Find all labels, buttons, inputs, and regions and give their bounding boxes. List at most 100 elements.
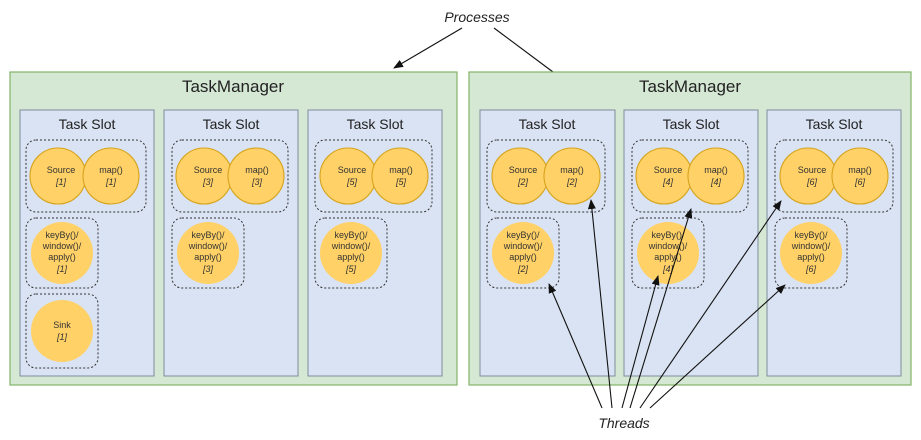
source-index: [1] [55, 177, 67, 187]
source-operator-4 [635, 147, 693, 205]
window-label-line1: keyBy()/ [191, 230, 225, 240]
source-map-chain-box [25, 139, 147, 213]
window-label-line3: apply() [194, 252, 222, 262]
task-slot-title: Task Slot [203, 116, 260, 132]
source-map-chain-box [774, 139, 894, 213]
taskmanager-2-title: TaskManager [639, 77, 741, 96]
thread-arrow-4 [629, 208, 693, 409]
window-label-line1: keyBy()/ [334, 230, 368, 240]
source-label: Source [654, 165, 683, 175]
source-operator-5 [319, 147, 377, 205]
window-label-line2: window()/ [503, 241, 543, 251]
window-label-line3: apply() [337, 252, 365, 262]
map-index: [1] [105, 177, 117, 187]
source-label: Source [338, 165, 367, 175]
processes-label: Processes [444, 9, 509, 25]
sink-index: [1] [56, 332, 68, 342]
source-label: Source [194, 165, 223, 175]
taskmanager-2: TaskManager Task Slot Source [2] map() [… [468, 71, 912, 386]
map-operator-4 [687, 147, 745, 205]
window-operator-5 [320, 222, 382, 284]
source-map-chain-box [631, 139, 749, 213]
task-slot-title: Task Slot [806, 116, 863, 132]
source-operator-2 [491, 147, 549, 205]
source-label: Source [47, 165, 76, 175]
window-label-line2: window()/ [42, 241, 82, 251]
window-label-line1: keyBy()/ [794, 230, 828, 240]
source-operator-1 [29, 147, 87, 205]
window-index: [3] [202, 264, 214, 274]
map-operator-6 [831, 147, 889, 205]
window-box [486, 217, 560, 289]
window-label-line1: keyBy()/ [651, 230, 685, 240]
task-slot-6: Task Slot Source [6] map() [6] keyBy()/ … [766, 109, 902, 377]
map-index: [4] [710, 177, 722, 187]
window-index: [6] [805, 264, 817, 274]
task-slot-title: Task Slot [59, 116, 116, 132]
map-label: map() [245, 165, 269, 175]
task-slot-4: Task Slot Source [2] map() [2] keyBy()/ … [479, 109, 616, 377]
window-box [171, 217, 245, 289]
processes-arrow-right [493, 27, 554, 73]
sink-label: Sink [53, 320, 71, 330]
source-map-chain-box [314, 139, 433, 213]
source-operator-3 [175, 147, 233, 205]
source-index: [4] [662, 177, 674, 187]
window-label-line2: window()/ [648, 241, 688, 251]
window-label-line3: apply() [509, 252, 537, 262]
task-slot-1: Task Slot Source [1] map() [1] keyBy()/ … [19, 109, 155, 377]
window-label-line2: window()/ [188, 241, 228, 251]
window-label-line1: keyBy()/ [45, 230, 79, 240]
window-box [314, 217, 388, 289]
thread-arrow-6 [649, 284, 786, 409]
window-label-line2: window()/ [791, 241, 831, 251]
map-index: [2] [566, 177, 578, 187]
sink-operator-1 [31, 300, 93, 362]
window-label-line3: apply() [797, 252, 825, 262]
sink-box [25, 293, 99, 369]
map-index: [5] [395, 177, 407, 187]
map-operator-1 [82, 147, 140, 205]
window-index: [1] [56, 264, 68, 274]
map-operator-3 [227, 147, 285, 205]
task-slot-title: Task Slot [663, 116, 720, 132]
map-label: map() [99, 165, 123, 175]
task-slot-2: Task Slot Source [3] map() [3] keyBy()/ … [163, 109, 299, 377]
task-slot-5: Task Slot Source [4] map() [4] keyBy()/ … [623, 109, 759, 377]
window-operator-4 [637, 222, 699, 284]
source-map-chain-box [171, 139, 289, 213]
map-operator-5 [371, 147, 429, 205]
taskmanager-1: TaskManager Task Slot Source [1] map() [… [9, 71, 458, 386]
window-index: [4] [662, 264, 674, 274]
thread-arrow-3 [621, 275, 660, 409]
window-operator-1 [31, 222, 93, 284]
map-label: map() [389, 165, 413, 175]
window-index: [5] [345, 264, 357, 274]
task-slot-title: Task Slot [519, 116, 576, 132]
window-operator-6 [780, 222, 842, 284]
window-label-line3: apply() [654, 252, 682, 262]
thread-arrow-2 [587, 199, 613, 409]
thread-arrow-5 [639, 200, 782, 409]
threads-label: Threads [598, 415, 649, 431]
source-index: [6] [806, 177, 818, 187]
source-operator-6 [779, 147, 837, 205]
thread-arrow-1 [548, 283, 603, 409]
map-label: map() [560, 165, 584, 175]
map-index: [6] [854, 177, 866, 187]
map-index: [3] [251, 177, 263, 187]
task-slot-3: Task Slot Source [5] map() [5] keyBy()/ … [307, 109, 443, 377]
source-index: [5] [346, 177, 358, 187]
window-label-line1: keyBy()/ [506, 230, 540, 240]
window-box [25, 217, 99, 289]
source-map-chain-box [486, 139, 606, 213]
source-index: [2] [517, 177, 529, 187]
window-label-line2: window()/ [331, 241, 371, 251]
map-label: map() [848, 165, 872, 175]
taskmanager-1-title: TaskManager [182, 77, 284, 96]
map-label: map() [704, 165, 728, 175]
window-label-line3: apply() [48, 252, 76, 262]
processes-arrow-left [393, 27, 463, 69]
source-label: Source [509, 165, 538, 175]
